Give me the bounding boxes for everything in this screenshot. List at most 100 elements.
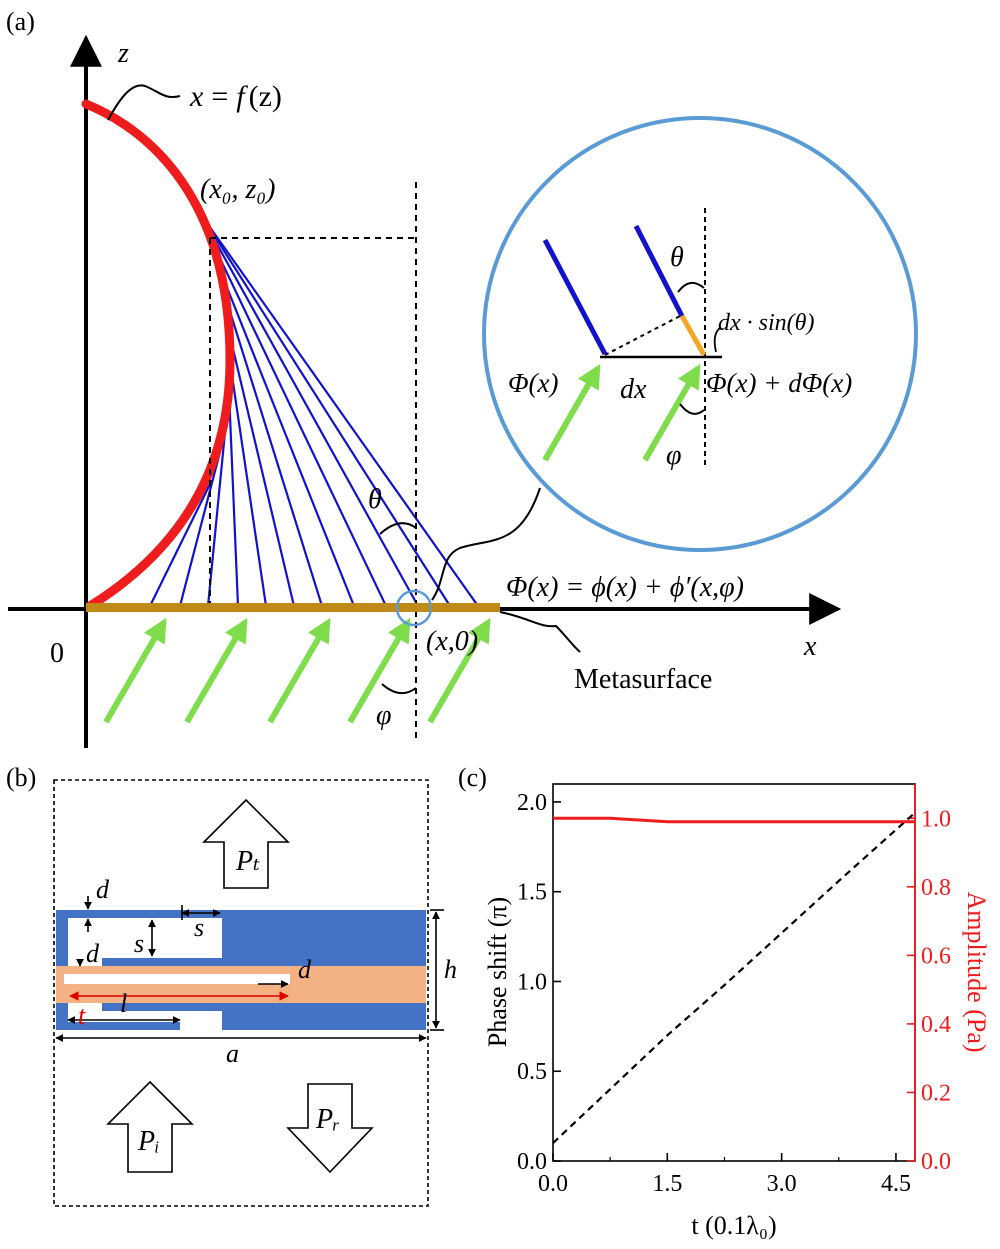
label-a: a <box>226 1039 239 1068</box>
label-Pi: Pᵢ <box>137 1126 160 1157</box>
metasurface-bar <box>86 603 500 612</box>
theta-arc <box>379 522 417 535</box>
origin-label: 0 <box>50 638 64 669</box>
label-Pt: Pₜ <box>235 846 260 877</box>
panel-c-label: (c) <box>458 763 487 792</box>
y-right-tick-label: 1.0 <box>921 806 951 832</box>
dimension-lines <box>55 896 444 1042</box>
inset-zoom: θ φ dx · sin(θ) Φ(x) dx Φ(x) + dΦ(x) <box>482 116 918 552</box>
y-right-axis-title: Amplitude (Pa) <box>962 891 991 1052</box>
y-tick-label: 0.5 <box>517 1059 547 1085</box>
inset-wavefront <box>604 315 681 356</box>
fluid-channel <box>56 966 426 1003</box>
label-d3: d <box>298 955 312 984</box>
panel-a: (a) z x 0 <box>6 7 918 748</box>
reflected-rays <box>149 191 479 607</box>
ray <box>215 249 387 607</box>
inset-reflected-ray-left <box>542 238 608 356</box>
ray <box>227 331 296 607</box>
ray <box>206 421 228 607</box>
label-l: l <box>120 989 127 1018</box>
x-tick-label: 3.0 <box>767 1171 797 1197</box>
incident-arrow <box>347 617 411 724</box>
incident-arrows <box>103 617 491 724</box>
label-s-horizontal: s <box>194 913 204 942</box>
panel-b-label: (b) <box>6 763 36 792</box>
inset-phi-left: Φ(x) <box>508 368 559 398</box>
y-axis-title: Phase shift (π) <box>483 897 512 1047</box>
reflected-arrow-big <box>286 1083 374 1174</box>
incident-arrow <box>184 617 248 724</box>
y-tick-label: 0.0 <box>517 1149 547 1175</box>
incident-arrow <box>267 617 331 724</box>
ray <box>197 209 451 607</box>
inset-theta-label: θ <box>670 242 684 273</box>
label-d2: d <box>86 939 100 968</box>
y-tick-label: 1.0 <box>517 969 547 995</box>
zoom-circle <box>395 589 433 627</box>
ray <box>228 361 268 607</box>
panel-a-label: (a) <box>6 7 35 36</box>
inset-phi-label: φ <box>666 440 682 471</box>
phase-shift-line <box>552 811 916 1144</box>
incident-arrow-big <box>106 1080 194 1173</box>
inset-circle <box>482 116 918 552</box>
incident-arrow <box>103 617 167 724</box>
label-d1: d <box>96 875 110 904</box>
phi-arc <box>381 683 417 695</box>
curve-eq-leader <box>107 84 181 121</box>
y-right-tick-label: 0.0 <box>921 1149 951 1175</box>
metasurface-leader <box>499 611 581 653</box>
curve-eq-x: x <box>189 80 204 113</box>
amplitude-line <box>553 816 915 824</box>
inset-dx-leader <box>713 327 721 353</box>
x-axis-title: t (0.1λ₀) <box>691 1211 776 1240</box>
theta-label: θ <box>368 484 382 515</box>
inset-phi-right: Φ(x) + dΦ(x) <box>706 368 852 398</box>
z-axis-label: z <box>117 38 129 69</box>
y-right-tick-label: 0.6 <box>921 943 951 969</box>
inset-dx-sin: dx · sin(θ) <box>718 310 814 336</box>
upper-finger <box>102 958 222 966</box>
y-right-tick-label: 0.8 <box>921 875 951 901</box>
x-axis-label: x <box>803 631 817 662</box>
y-right-tick-label: 0.2 <box>921 1080 951 1106</box>
label-Pr: Pᵣ <box>315 1104 340 1135</box>
ray <box>178 451 222 607</box>
inset-reflected-ray-right <box>633 224 685 318</box>
metasurface-label: Metasurface <box>574 664 712 695</box>
label-t: t <box>78 1001 86 1030</box>
inset-incident-right <box>642 363 701 462</box>
label-s-vertical: s <box>134 929 144 958</box>
curve-eq-f: f <box>236 80 248 113</box>
x-tick-label: 1.5 <box>652 1171 682 1197</box>
inset-path-difference <box>679 314 707 357</box>
ray <box>225 301 324 607</box>
inset-phi-arc <box>679 403 705 415</box>
phase-equation: Φ(x) = ϕ(x) + ϕ′(x,φ) <box>506 572 744 603</box>
lower-finger <box>102 1003 222 1011</box>
inset-theta-arc <box>677 281 705 293</box>
transmitted-arrow <box>202 798 290 889</box>
construction-lines <box>209 182 417 740</box>
y-tick-label: 1.5 <box>517 880 547 906</box>
ray <box>149 479 213 607</box>
phi-label: φ <box>376 700 392 731</box>
x-tick-label: 0.0 <box>538 1171 568 1197</box>
curve-eq-equals: = <box>211 80 228 113</box>
chart-frame <box>552 783 916 1162</box>
ray <box>227 391 240 607</box>
channel-slit <box>64 974 290 984</box>
y-tick-label: 2.0 <box>517 790 547 816</box>
x-tick-label: 4.5 <box>881 1171 911 1197</box>
point-x0-z0: (x₀, z₀) <box>200 174 275 205</box>
panel-b: (b) d s s d d <box>6 763 457 1207</box>
curve-equation: x=f(z) <box>189 80 282 113</box>
label-h: h <box>444 955 457 984</box>
curve-eq-arg: (z) <box>249 80 282 113</box>
ray <box>207 227 419 607</box>
zoom-leader <box>431 487 541 601</box>
